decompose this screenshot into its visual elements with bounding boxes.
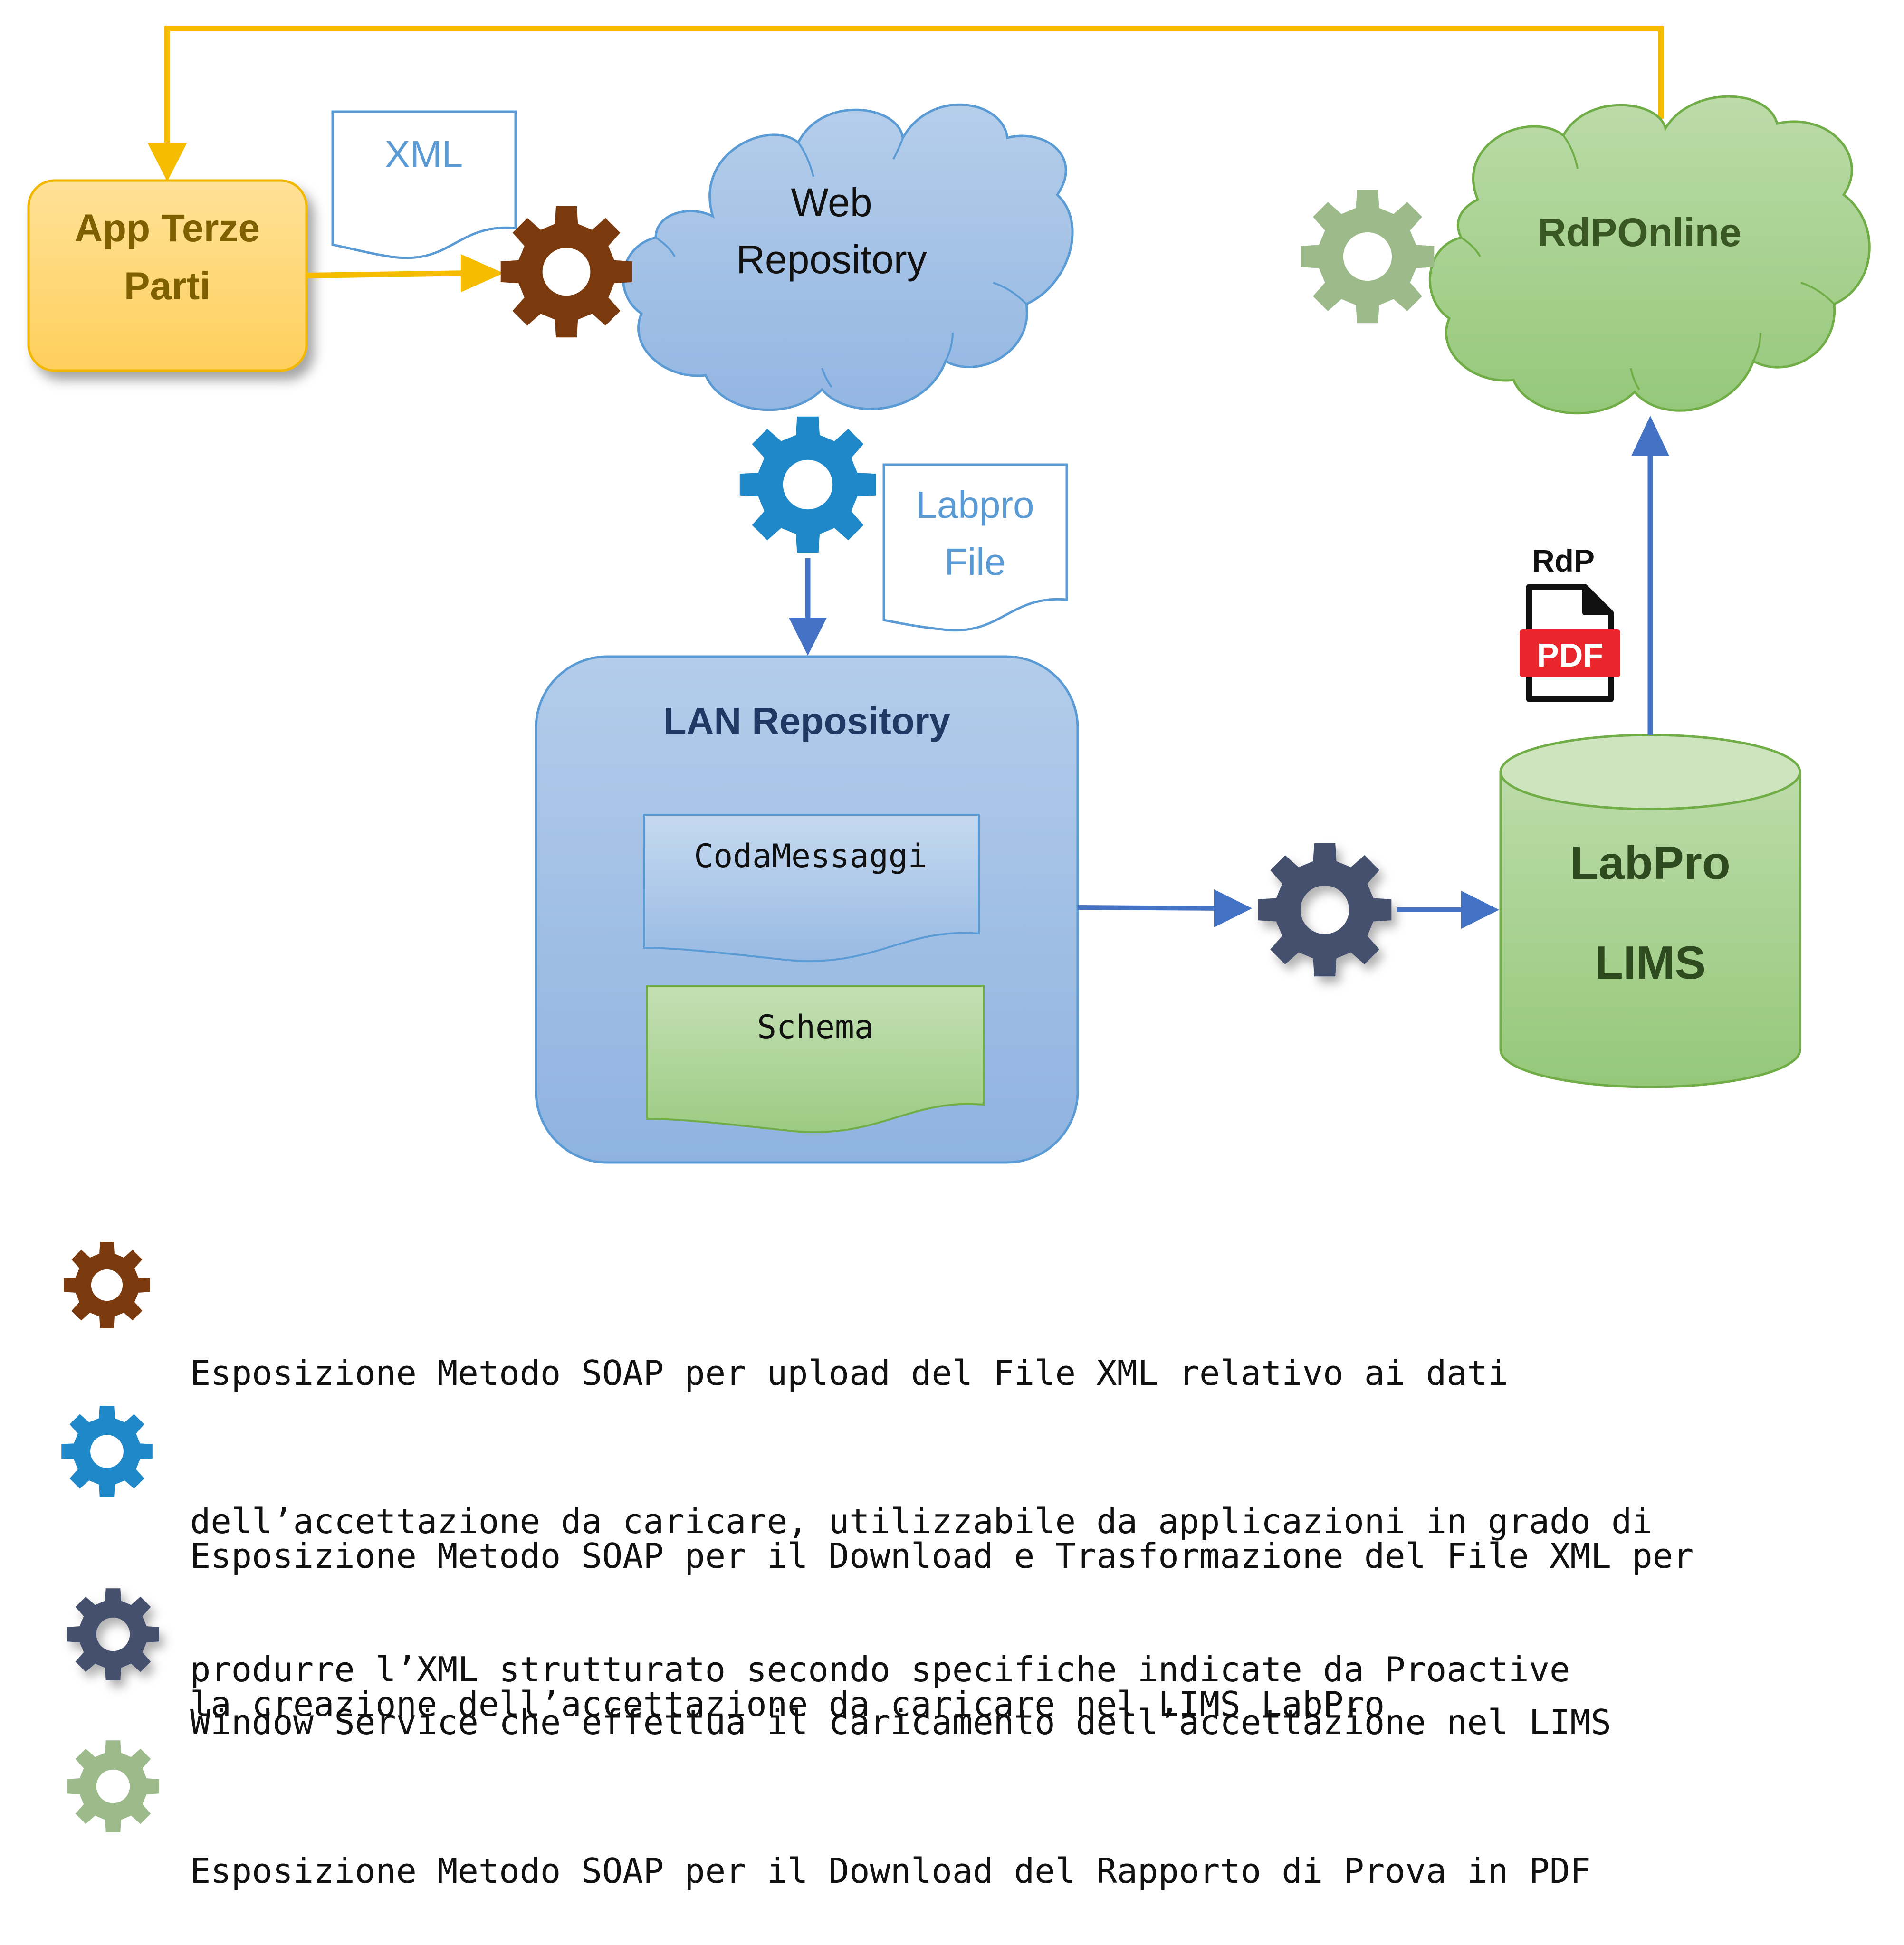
gear-shape [1301,190,1435,324]
gear-shape [500,206,632,338]
legend-gear-icon-green [67,1740,159,1832]
pdf-icon: RdP PDF [1520,543,1620,702]
legend-item-service: Window Service che effettua il caricamen… [190,1599,1611,1796]
gear-icon-slate [1258,843,1392,977]
labpro-file-line2: File [945,541,1006,583]
gear-icon-green-diagram [1301,190,1435,324]
app-terze-parti-box: App Terze Parti [27,179,308,372]
arrow-lims-to-rdponline [1631,416,1669,735]
labpro-file-document: Labpro File [882,463,1068,632]
legend-item-upload: Esposizione Metodo SOAP per upload del F… [190,1249,1653,1744]
legend-line: dell’accettazione da caricare, utilizzab… [190,1501,1653,1541]
app-terze-parti-line1: App Terze [75,207,260,250]
legend-item-rdp: Esposizione Metodo SOAP per il Download … [190,1747,1591,1945]
web-repository-line1: Web [791,180,872,225]
legend-gear-icon-slate [67,1588,159,1680]
lan-repository-box: LAN Repository CodaMessaggi Schema [535,655,1079,1164]
arrow-service-to-lims [1397,891,1499,929]
web-repository-line2: Repository [736,237,927,282]
coda-messaggi-document: CodaMessaggi [643,814,980,962]
feedback-connector [147,26,1664,181]
lan-repository-title: LAN Repository [663,700,951,742]
arrowhead-down-yellow [147,143,187,181]
legend-line: la creazione dell’accettazione da carica… [190,1684,1385,1724]
legend-line: produrre l’XML strutturato secondo speci… [190,1649,1570,1689]
rdp-caption: RdP [1532,543,1595,578]
xml-document-label: XML [385,133,463,175]
gear-shape [61,1406,153,1497]
legend-line: Esposizione Metodo SOAP per il Download … [190,1851,1591,1891]
gear-icon-brown [500,206,632,338]
gear-shape [739,416,876,553]
gear-shape [64,1242,150,1328]
legend-gear-icon-brown [64,1242,150,1328]
legend-line: Esposizione Metodo SOAP per upload del F… [190,1353,1509,1393]
arrow-app-to-gear [306,254,504,292]
arrow-gear-to-lan [789,558,827,656]
labpro-file-line1: Labpro [916,484,1034,526]
legend-line: Esposizione Metodo SOAP per il Download … [190,1536,1694,1576]
coda-messaggi-label: CodaMessaggi [694,838,927,875]
rdponline-cloud: RdPOnline [1429,95,1871,415]
schema-label: Schema [757,1009,874,1046]
gear-shape [67,1740,159,1832]
web-repository-cloud: Web Repository [622,103,1074,411]
arrow-lan-to-service [1077,889,1252,927]
gear-icon-blue [739,416,876,553]
legend-item-download: Esposizione Metodo SOAP per il Download … [190,1432,1694,1778]
xml-document: XML [331,110,517,259]
pdf-badge: PDF [1537,637,1603,674]
rdponline-label: RdPOnline [1537,210,1741,255]
schema-document: Schema [646,985,985,1133]
labpro-lims-line1: LabPro [1570,837,1731,889]
gear-shape [67,1588,159,1680]
legend-gear-icon-blue [61,1406,153,1497]
labpro-lims-line2: LIMS [1595,936,1706,989]
app-terze-parti-line2: Parti [124,265,210,308]
legend-line: Window Service che effettua il caricamen… [190,1702,1611,1742]
gear-shape [1258,843,1392,977]
labpro-lims-database: LabPro LIMS [1499,734,1801,1088]
